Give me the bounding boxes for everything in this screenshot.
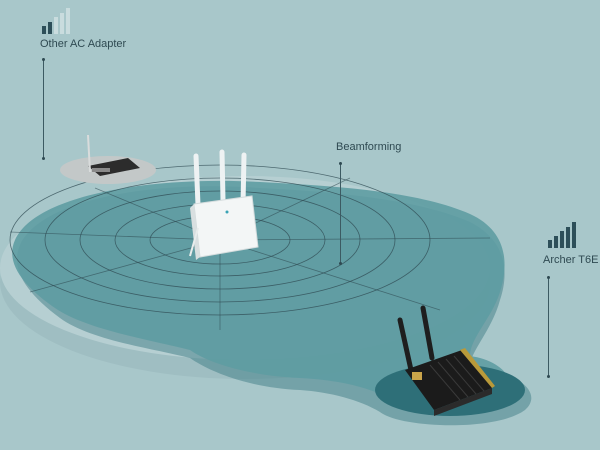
archer-card-device bbox=[375, 305, 525, 416]
signal-bar bbox=[554, 236, 558, 248]
signal-bar bbox=[60, 13, 64, 34]
signal-bar bbox=[548, 240, 552, 248]
signal-bar bbox=[66, 8, 70, 34]
grid-lines bbox=[9, 177, 491, 330]
router-device bbox=[189, 149, 259, 260]
other-adapter-signal-icon bbox=[42, 8, 70, 34]
signal-bar bbox=[560, 231, 564, 248]
other-adapter-callout bbox=[43, 58, 44, 158]
callout-dot bbox=[339, 262, 342, 265]
callout-dot bbox=[42, 58, 45, 61]
beamforming-label: Beamforming bbox=[336, 141, 402, 153]
signal-bar bbox=[42, 26, 46, 34]
callout-dot bbox=[42, 157, 45, 160]
archer-callout bbox=[548, 276, 549, 376]
other-adapter-label: Other AC Adapter bbox=[40, 38, 127, 50]
archer-label: Archer T6E bbox=[543, 254, 599, 266]
callout-dot bbox=[547, 276, 550, 279]
signal-bar bbox=[566, 227, 570, 248]
archer-signal-icon bbox=[548, 222, 576, 248]
callout-dot bbox=[339, 162, 342, 165]
signal-bar bbox=[54, 17, 58, 34]
other-adapter-device bbox=[60, 134, 156, 184]
signal-bar bbox=[48, 22, 52, 34]
beamforming-callout bbox=[340, 162, 341, 264]
callout-dot bbox=[547, 375, 550, 378]
signal-bar bbox=[572, 222, 576, 248]
